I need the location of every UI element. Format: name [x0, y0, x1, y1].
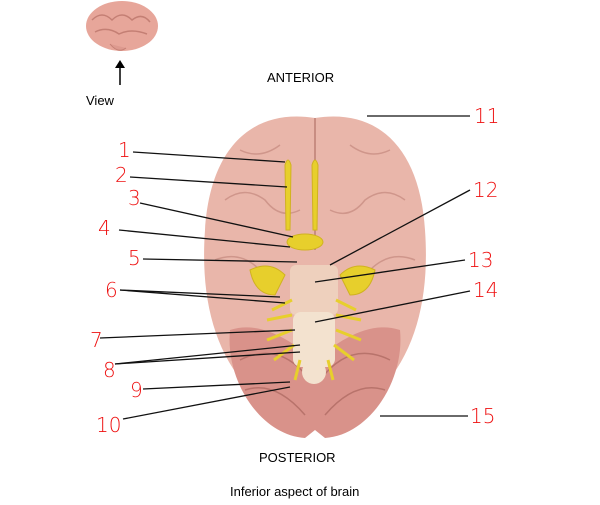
caption: Inferior aspect of brain: [230, 484, 360, 499]
view-arrow-icon: [115, 60, 125, 85]
label-3: 3: [128, 186, 141, 210]
leader-lines: [99, 115, 471, 420]
posterior-label: POSTERIOR: [259, 450, 336, 465]
anterior-label: ANTERIOR: [267, 70, 335, 85]
label-4: 4: [98, 216, 111, 240]
label-9: 9: [130, 378, 143, 402]
label-7: 7: [90, 328, 103, 352]
brain-inferior-view: [204, 116, 426, 438]
label-5: 5: [128, 246, 141, 270]
label-14: 14: [473, 278, 499, 302]
label-10: 10: [96, 413, 122, 437]
label-6: 6: [105, 278, 118, 302]
view-label: View: [86, 93, 114, 108]
label-13: 13: [468, 248, 494, 272]
reference-brain-icon: [86, 1, 158, 51]
label-8: 8: [103, 358, 116, 382]
label-2: 2: [115, 163, 128, 187]
label-1: 1: [118, 138, 131, 162]
label-12: 12: [473, 178, 499, 202]
label-15: 15: [470, 404, 496, 428]
label-11: 11: [474, 104, 500, 128]
